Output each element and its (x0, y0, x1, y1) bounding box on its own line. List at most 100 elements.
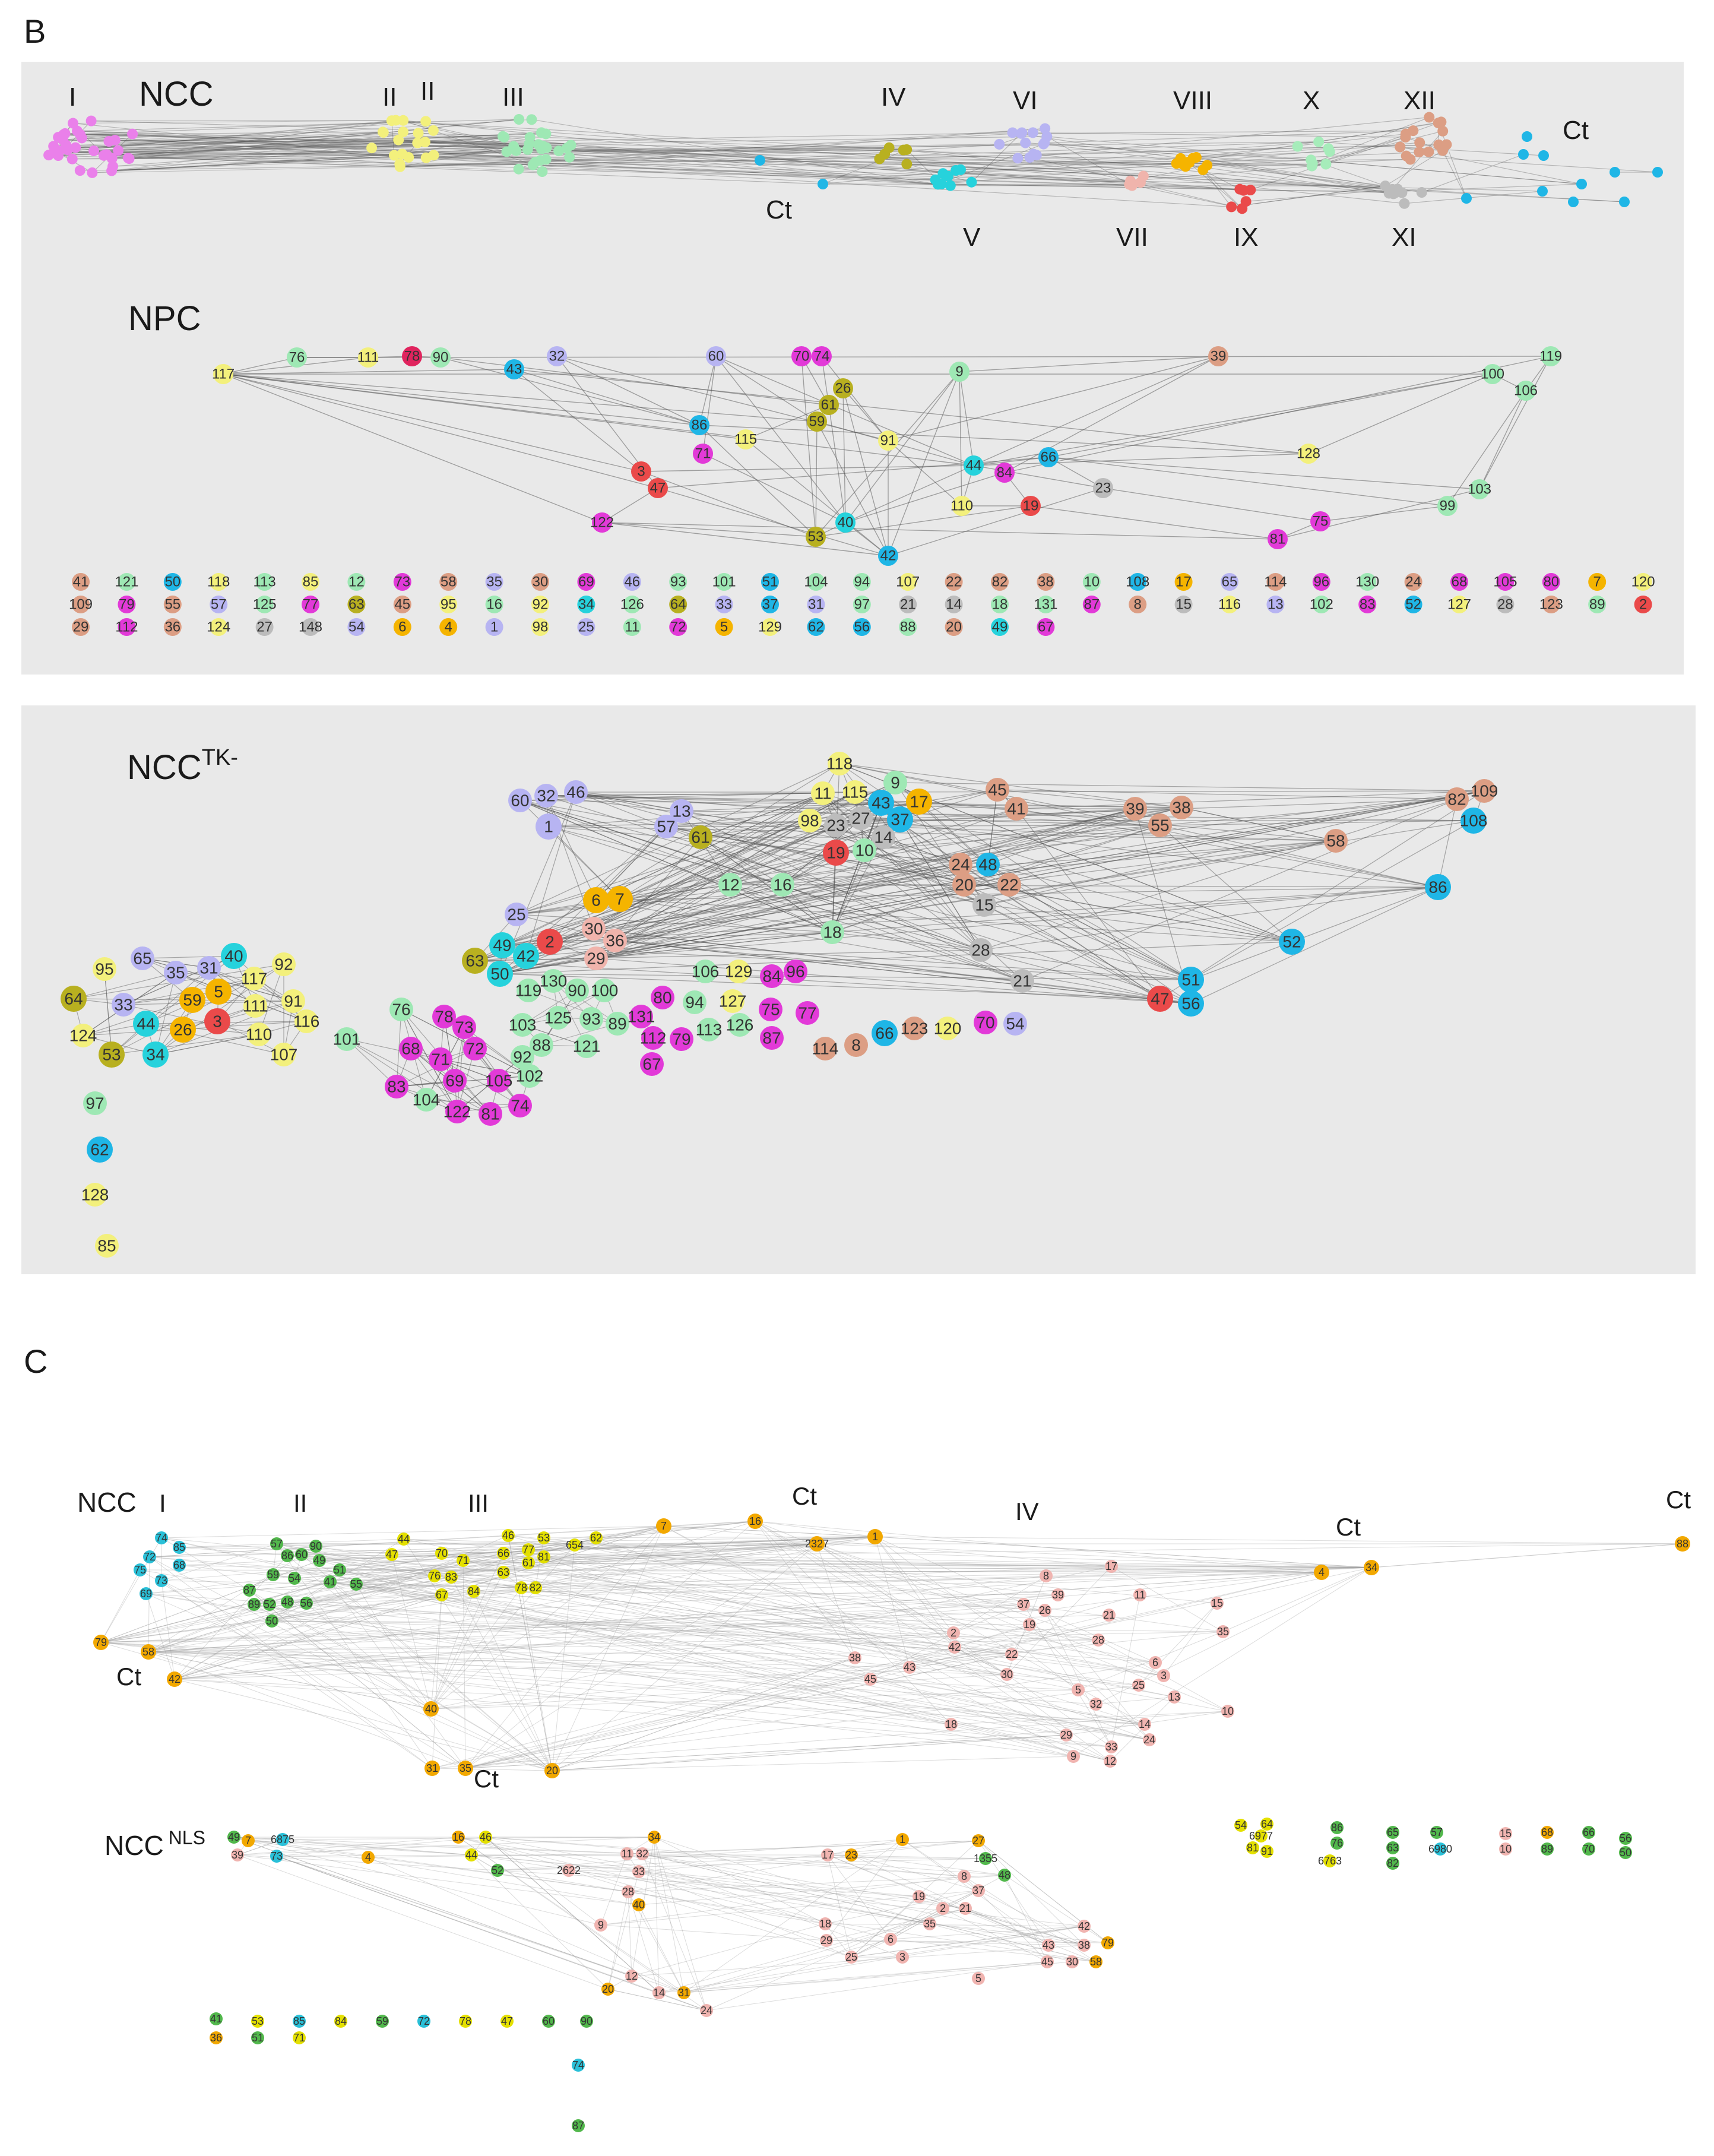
network-edge (875, 1536, 1683, 1544)
node-label: 6 (398, 619, 406, 635)
node-label: 94 (685, 993, 704, 1012)
network-edge (499, 958, 597, 974)
network-node (515, 1581, 528, 1594)
network-edge (516, 144, 1000, 151)
network-edge (174, 1538, 404, 1680)
node-label: 1 (490, 619, 498, 635)
network-node (947, 1626, 960, 1639)
network-edge (538, 144, 1140, 183)
node-label: 93 (582, 1010, 600, 1028)
network-node (1522, 131, 1532, 142)
b-cluster-label-Ct-right: Ct (1563, 116, 1589, 145)
node-label: 88 (1677, 1538, 1688, 1550)
network-node (998, 1869, 1011, 1882)
network-edge (964, 790, 1485, 885)
network-edge (890, 1890, 979, 1940)
network-node (1499, 1842, 1512, 1856)
network-edge (145, 1593, 1150, 1740)
c-cluster-label-III: III (468, 1489, 489, 1517)
network-edge (100, 1642, 1145, 1725)
network-node (465, 1848, 478, 1861)
network-edge (715, 356, 818, 422)
node-label: 4 (365, 1851, 371, 1863)
network-edge (330, 1581, 466, 1769)
network-edge (519, 800, 1023, 982)
network-edge (595, 887, 1439, 959)
network-edge (77, 119, 519, 132)
network-node (107, 161, 119, 172)
network-edge (593, 928, 1192, 1004)
network-node (309, 1540, 322, 1553)
node-label: 70 (794, 349, 810, 365)
network-edge (681, 811, 731, 885)
node-label: 33 (633, 1866, 645, 1878)
network-node (118, 596, 136, 613)
node-label: 23 (845, 1849, 857, 1861)
network-node (210, 618, 228, 636)
network-edge (433, 151, 507, 156)
network-edge (465, 1654, 1012, 1769)
network-edge (546, 159, 1183, 165)
network-node (853, 838, 876, 862)
network-edge (499, 884, 965, 974)
network-edge (400, 154, 1037, 167)
network-node (896, 1833, 909, 1846)
network-node (1038, 1604, 1051, 1617)
network-node (809, 1536, 825, 1552)
network-node (164, 961, 188, 984)
network-node (508, 1094, 532, 1117)
network-edge (832, 802, 882, 933)
node-label: 32 (636, 1848, 648, 1860)
network-edge (601, 522, 1278, 540)
network-node (640, 1052, 664, 1076)
node-label: 74 (156, 1532, 167, 1544)
network-edge (499, 864, 961, 974)
network-edge (67, 121, 426, 150)
network-edge (155, 1034, 259, 1055)
node-label: 115 (842, 783, 869, 802)
network-edge (835, 825, 1336, 841)
network-edge (145, 1543, 818, 1594)
network-edge (518, 169, 936, 181)
node-label: 110 (246, 1025, 273, 1044)
node-label: 42 (517, 947, 535, 965)
network-edge (161, 1537, 504, 1573)
network-edge (516, 149, 907, 151)
network-node (497, 1547, 510, 1560)
network-edge (103, 153, 403, 156)
network-node (1105, 1560, 1118, 1573)
node-label: 77 (798, 1004, 816, 1022)
network-edge (954, 1647, 1008, 1675)
network-edge (666, 826, 965, 885)
network-edge (1044, 1610, 1112, 1747)
network-node (497, 1566, 510, 1579)
node-label: 50 (490, 965, 509, 983)
network-node (547, 346, 567, 366)
network-node (1279, 929, 1305, 955)
network-edge (842, 388, 889, 441)
network-node (88, 145, 100, 157)
network-edge (845, 472, 1005, 523)
network-edge (391, 121, 395, 156)
node-label: 52 (1405, 597, 1421, 613)
network-edge (964, 825, 1161, 885)
network-node (1221, 596, 1238, 613)
network-node (592, 512, 612, 533)
network-edge (638, 1875, 1005, 1905)
network-node (670, 799, 693, 823)
network-node (979, 1852, 992, 1865)
node-label: 20 (946, 619, 962, 635)
network-node (1434, 1842, 1447, 1856)
network-edge (441, 1567, 1372, 1595)
network-node (755, 155, 765, 166)
network-edge (145, 1593, 175, 1680)
network-node (508, 789, 532, 812)
network-edge (471, 1854, 639, 1872)
network-node (1386, 1826, 1399, 1839)
network-edge (879, 158, 1625, 202)
network-edge (614, 940, 1023, 982)
network-edge (595, 793, 823, 901)
network-node (819, 1917, 832, 1930)
network-node (85, 115, 97, 126)
network-node (1619, 197, 1630, 207)
